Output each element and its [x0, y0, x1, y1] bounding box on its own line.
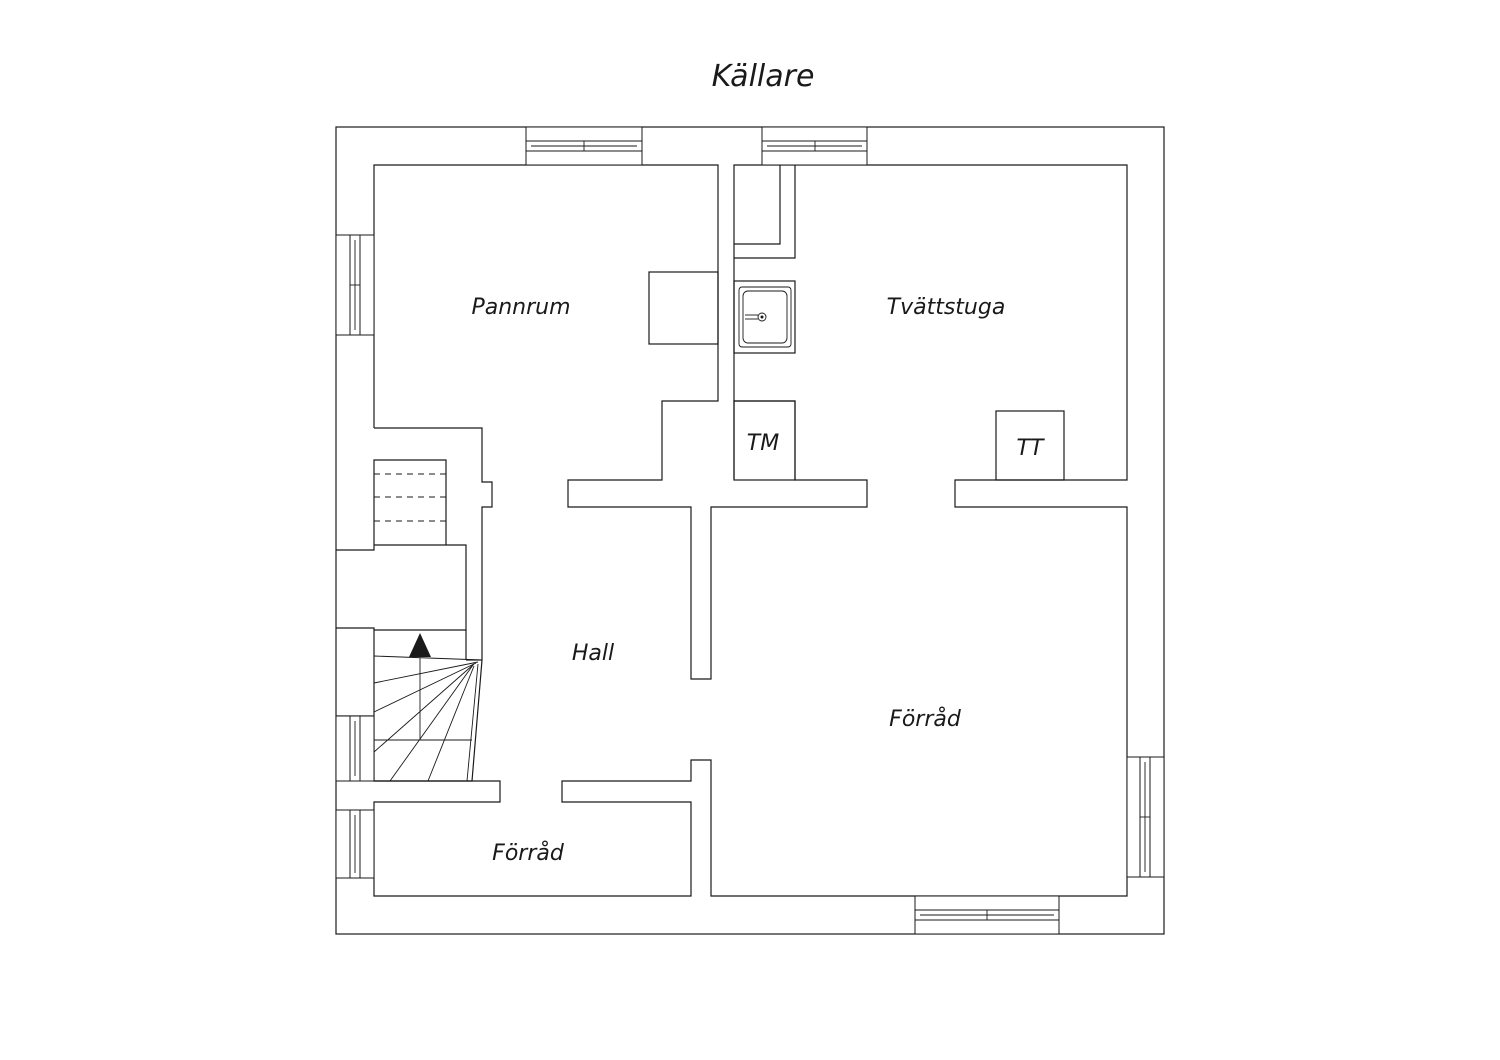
shaft-outline	[734, 165, 781, 245]
outer-wall	[335, 126, 1165, 935]
window-top-left	[525, 126, 643, 166]
tt-box	[995, 410, 1065, 481]
stair-direction-arrow-icon	[409, 633, 431, 657]
boiler-box	[648, 271, 719, 345]
sink-icon	[733, 280, 796, 354]
hall-left-wall	[374, 427, 493, 660]
floor-title: Källare	[712, 59, 815, 94]
room-label-hall: Hall	[572, 641, 614, 666]
room-label-tm: TM	[747, 431, 779, 456]
room-label-pannrum: Pannrum	[471, 295, 570, 320]
room-label-tvattstuga: Tvättstuga	[887, 295, 1006, 320]
shaft-outline-outer	[734, 165, 796, 259]
window-right	[1126, 756, 1165, 878]
window-top-right	[761, 126, 868, 166]
tvattstuga-outline	[373, 164, 1128, 897]
window-left-lower	[335, 809, 375, 879]
window-left-middle	[335, 715, 375, 782]
tm-box	[733, 400, 796, 481]
room-label-tt: TT	[1017, 436, 1045, 461]
room-label-forrad-large: Förråd	[889, 706, 962, 732]
room-label-forrad-small: Förråd	[492, 840, 565, 866]
pannrum-outline	[373, 164, 868, 680]
window-bottom	[914, 895, 1060, 935]
window-left-upper	[335, 234, 375, 336]
